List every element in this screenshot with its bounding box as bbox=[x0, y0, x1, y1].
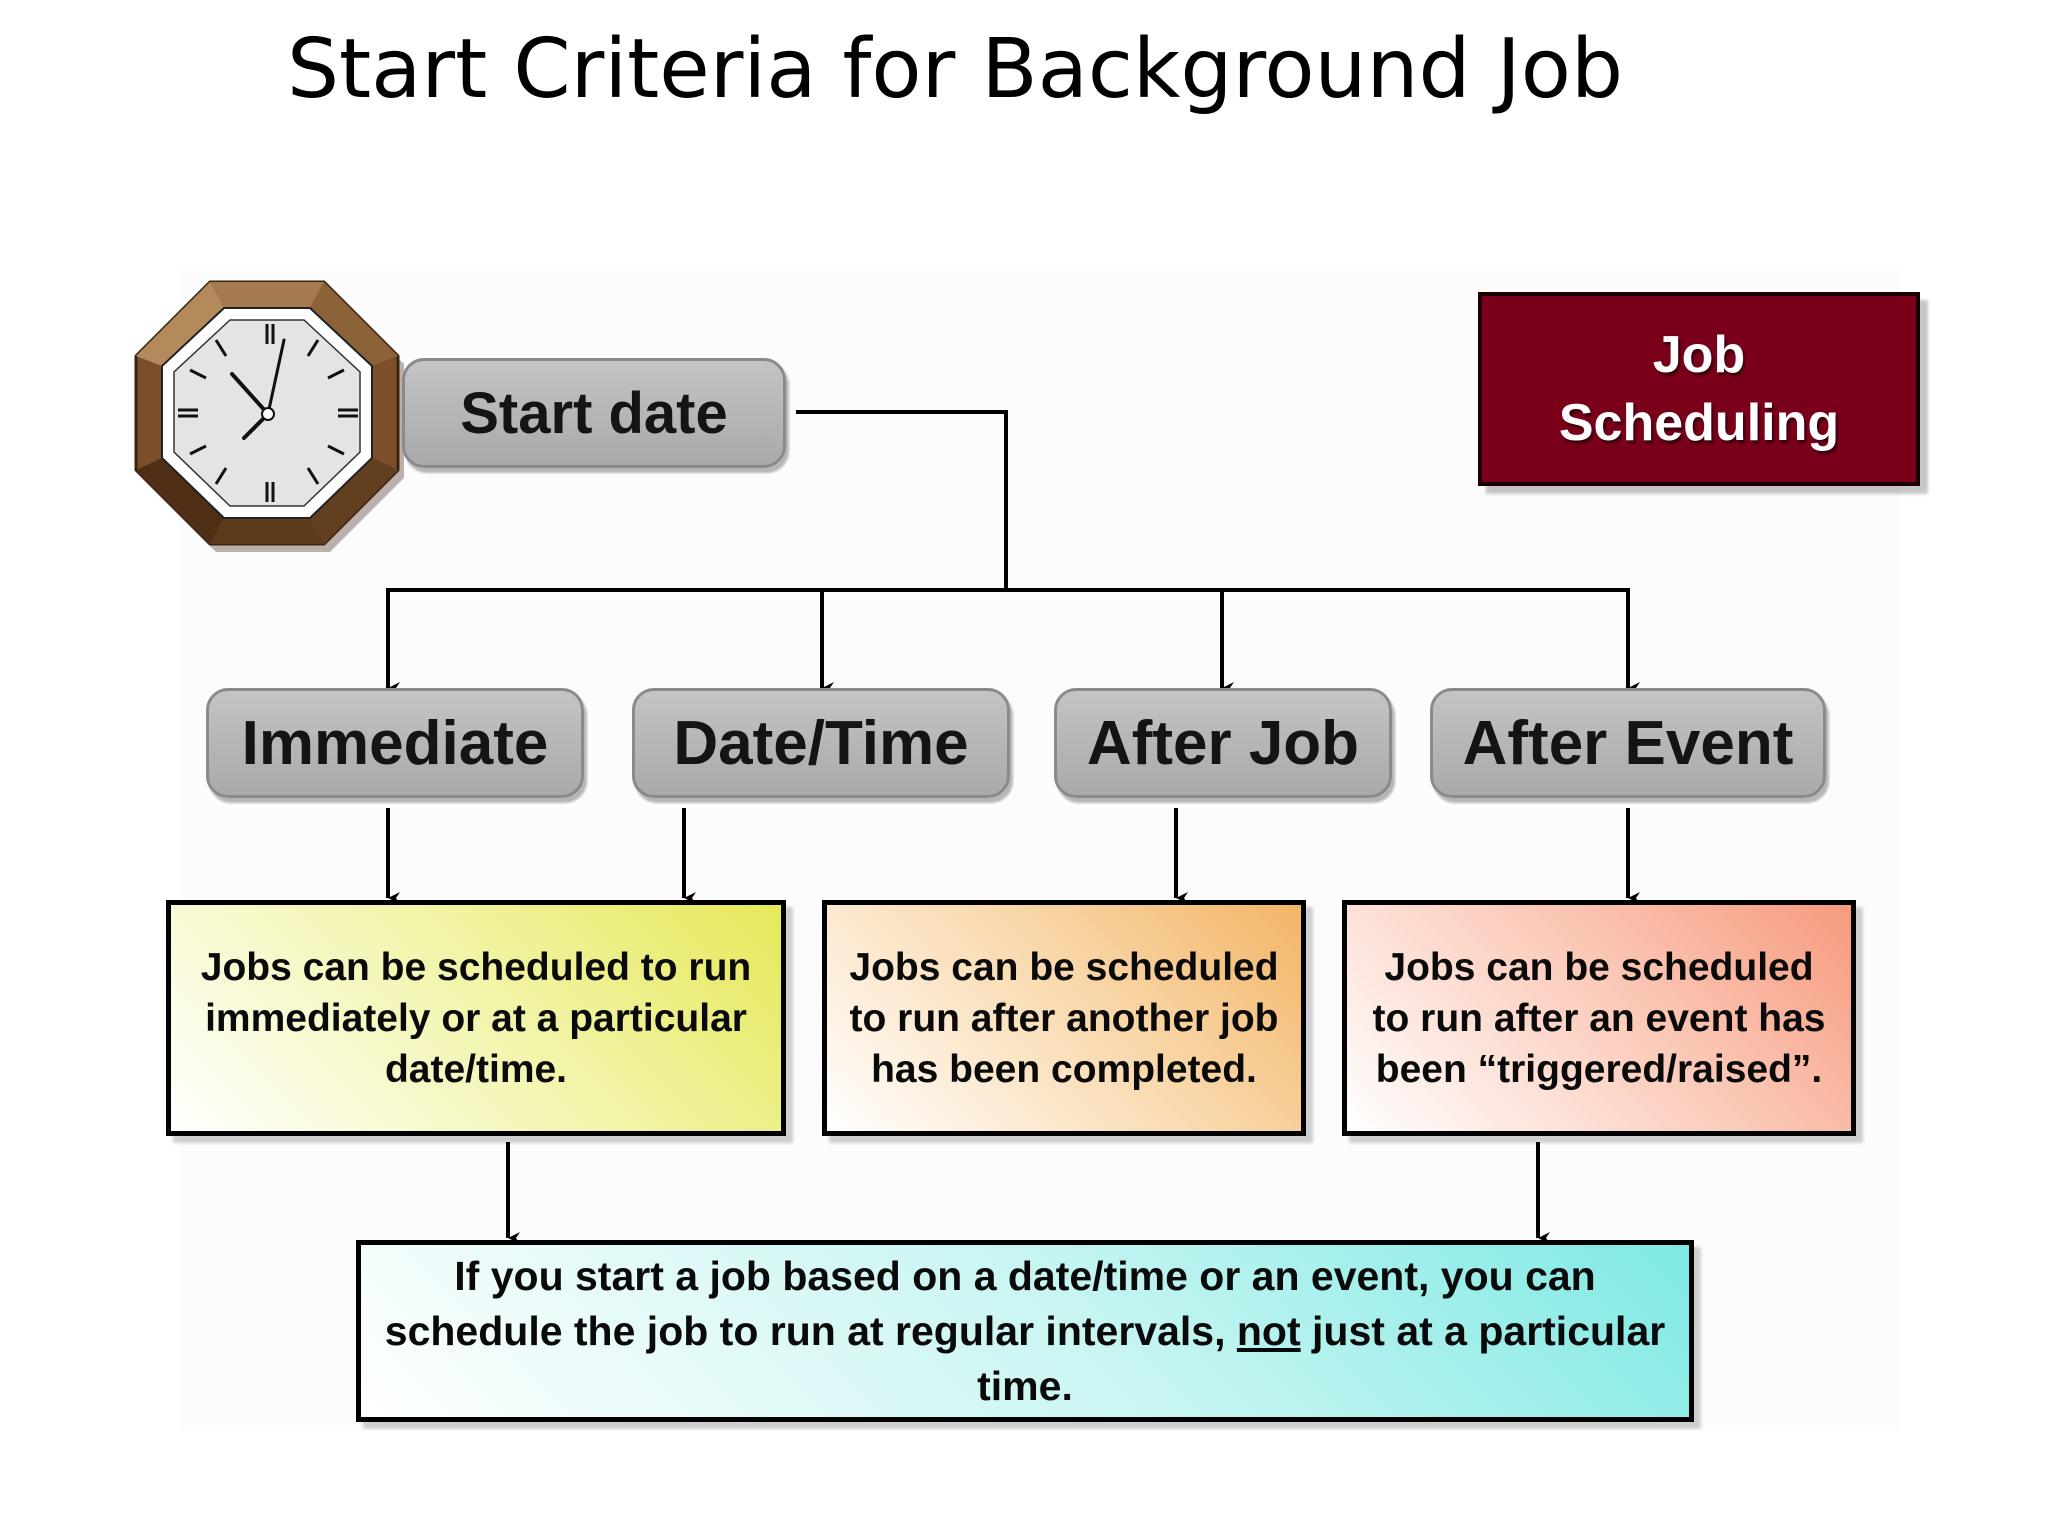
start-date-label: Start date bbox=[460, 380, 728, 446]
option-immediate-label: Immediate bbox=[241, 708, 549, 778]
note-emphasis: not bbox=[1236, 1307, 1301, 1354]
desc-immediate-datetime-text: Jobs can be scheduled to run immediately… bbox=[200, 945, 752, 1091]
clock-icon bbox=[134, 280, 404, 552]
desc-after-job-text: Jobs can be scheduled to run after anoth… bbox=[849, 945, 1279, 1091]
badge-line-1: Job bbox=[1652, 326, 1746, 384]
recurring-note: If you start a job based on a date/time … bbox=[356, 1240, 1694, 1422]
start-date-node: Start date bbox=[402, 358, 786, 468]
badge-line-2: Scheduling bbox=[1558, 394, 1840, 452]
option-after-job-label: After Job bbox=[1086, 708, 1360, 778]
desc-immediate-datetime: Jobs can be scheduled to run immediately… bbox=[166, 900, 786, 1136]
option-after-event-label: After Event bbox=[1462, 708, 1794, 778]
option-after-event: After Event bbox=[1430, 688, 1826, 798]
start-connector bbox=[796, 410, 1008, 590]
option-after-job: After Job bbox=[1054, 688, 1392, 798]
desc-after-event: Jobs can be scheduled to run after an ev… bbox=[1342, 900, 1856, 1136]
page-title: Start Criteria for Background Job bbox=[286, 22, 1624, 117]
note-text-2: just at a particular time. bbox=[977, 1307, 1666, 1409]
option-immediate: Immediate bbox=[206, 688, 584, 798]
option-datetime: Date/Time bbox=[632, 688, 1010, 798]
desc-after-job: Jobs can be scheduled to run after anoth… bbox=[822, 900, 1306, 1136]
job-scheduling-badge: Job Scheduling bbox=[1478, 292, 1920, 486]
note-text-1: If you start a job based on a date/time … bbox=[384, 1252, 1596, 1354]
desc-after-event-text: Jobs can be scheduled to run after an ev… bbox=[1372, 945, 1826, 1091]
option-datetime-label: Date/Time bbox=[673, 708, 969, 778]
